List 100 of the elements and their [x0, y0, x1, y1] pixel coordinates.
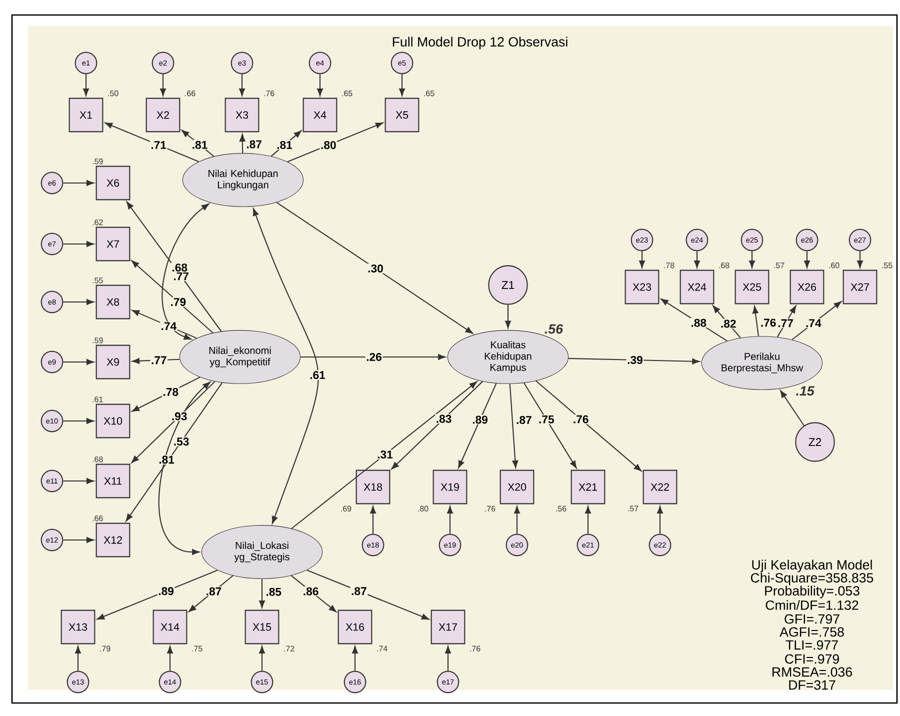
r-squared-value: .55	[92, 278, 103, 284]
indicator-box: X20	[500, 470, 534, 504]
r-squared-value: .56	[556, 506, 566, 512]
fit-statistic: Cmin/DF=1.132	[766, 600, 858, 610]
arrow	[317, 74, 323, 96]
fit-statistic: Probability=.053	[765, 586, 860, 598]
edge-label: .74	[160, 321, 178, 331]
arrow	[259, 646, 265, 671]
arrow	[63, 537, 94, 543]
r-squared-value: .76	[470, 646, 480, 652]
arrow	[75, 646, 81, 671]
arrow	[776, 306, 796, 338]
arrow	[447, 506, 453, 534]
arrow	[132, 376, 200, 412]
edge-label: .75	[538, 414, 556, 424]
arrow	[167, 646, 173, 671]
edge-label: .61	[308, 370, 326, 380]
arrow	[458, 383, 497, 468]
r-squared-value: .78	[664, 262, 674, 268]
r-squared-value: .79	[100, 646, 110, 652]
r-squared-value: .57	[774, 262, 784, 268]
r-squared-value: .59	[92, 158, 103, 164]
arrow	[370, 506, 376, 534]
indicator-box: X18	[356, 470, 390, 504]
arrow	[63, 478, 94, 484]
r-squared-value: .50	[108, 90, 118, 96]
r-squared-value: .76	[264, 90, 274, 96]
edge-label: .76	[760, 318, 777, 328]
edge-label: .30	[366, 264, 384, 274]
indicator-box: X26	[790, 270, 824, 304]
r-squared-value: .68	[92, 456, 103, 462]
edge-label: .31	[376, 450, 394, 460]
edge-label: .85	[264, 587, 282, 597]
arrow	[239, 74, 245, 96]
r-squared-value: .59	[92, 338, 103, 344]
r-squared-value: .66	[92, 516, 103, 522]
r-squared-value: .65	[342, 90, 352, 96]
edge-label: .86	[302, 586, 320, 596]
indicator-box: X10	[96, 404, 130, 438]
r-squared-value: .60	[829, 262, 840, 268]
r-squared-value: .68	[719, 262, 730, 268]
edge-label: .79	[170, 297, 187, 307]
indicator-box: X25	[734, 270, 770, 304]
arrow	[63, 418, 94, 424]
indicator-box: X23	[624, 270, 660, 304]
r-squared-value: .55	[882, 262, 892, 268]
r-squared-value: .72	[284, 646, 294, 652]
fit-statistic: CFI=.979	[785, 654, 839, 664]
fit-statistic: DF=317	[789, 680, 836, 690]
edge-label: .87	[515, 415, 533, 425]
arrow	[657, 506, 663, 534]
indicator-box: X9	[96, 344, 130, 380]
arrow	[712, 305, 741, 338]
arrow	[270, 130, 302, 157]
r-squared-value: .62	[92, 220, 103, 226]
arrow	[300, 354, 446, 360]
arrow	[780, 390, 804, 426]
r-squared-value: .65	[424, 90, 434, 96]
diagram-title: Full Model Drop 12 Observasi	[392, 36, 568, 50]
covariance-arrow	[252, 208, 319, 524]
edge-label: .26	[365, 352, 383, 362]
arrow	[505, 304, 511, 328]
arrow	[509, 384, 518, 468]
arrow	[749, 251, 755, 268]
r-squared-value: .76	[485, 506, 496, 512]
arrow	[63, 359, 94, 365]
arrow	[259, 578, 265, 608]
arrow	[660, 298, 728, 342]
arrow	[287, 122, 384, 162]
arrow	[524, 382, 577, 468]
arrow	[83, 74, 89, 96]
edge-label: .39	[626, 355, 644, 365]
edge-label: .81	[191, 140, 208, 150]
r-squared-value: .57	[628, 506, 638, 512]
fit-statistic: AGFI=.758	[780, 627, 844, 637]
edge-label: .83	[435, 414, 452, 424]
indicator-box: X22	[642, 470, 678, 504]
arrow	[276, 202, 474, 334]
arrow	[132, 358, 180, 364]
arrow	[445, 646, 451, 671]
indicator-box: X24	[680, 270, 714, 304]
arrow	[536, 380, 642, 472]
arrow	[306, 570, 430, 620]
arrow	[181, 130, 214, 157]
indicator-box: X15	[244, 610, 280, 644]
arrow	[126, 382, 223, 522]
arrow	[104, 122, 199, 162]
arrow	[290, 575, 337, 612]
arrow	[792, 301, 842, 340]
indicator-box: X7	[96, 226, 130, 262]
arrow	[857, 251, 863, 268]
arrow	[694, 251, 700, 268]
edge-label: .53	[172, 436, 190, 446]
fit-statistic: TLI=.977	[786, 640, 838, 650]
arrow	[804, 251, 810, 268]
r-squared-value: .80	[418, 506, 428, 512]
edge-label: .88	[690, 318, 708, 328]
r-squared-value: .66	[185, 90, 196, 96]
r-squared-value: .74	[377, 646, 388, 652]
fit-statistic: Chi-Square=358.835	[750, 572, 874, 586]
